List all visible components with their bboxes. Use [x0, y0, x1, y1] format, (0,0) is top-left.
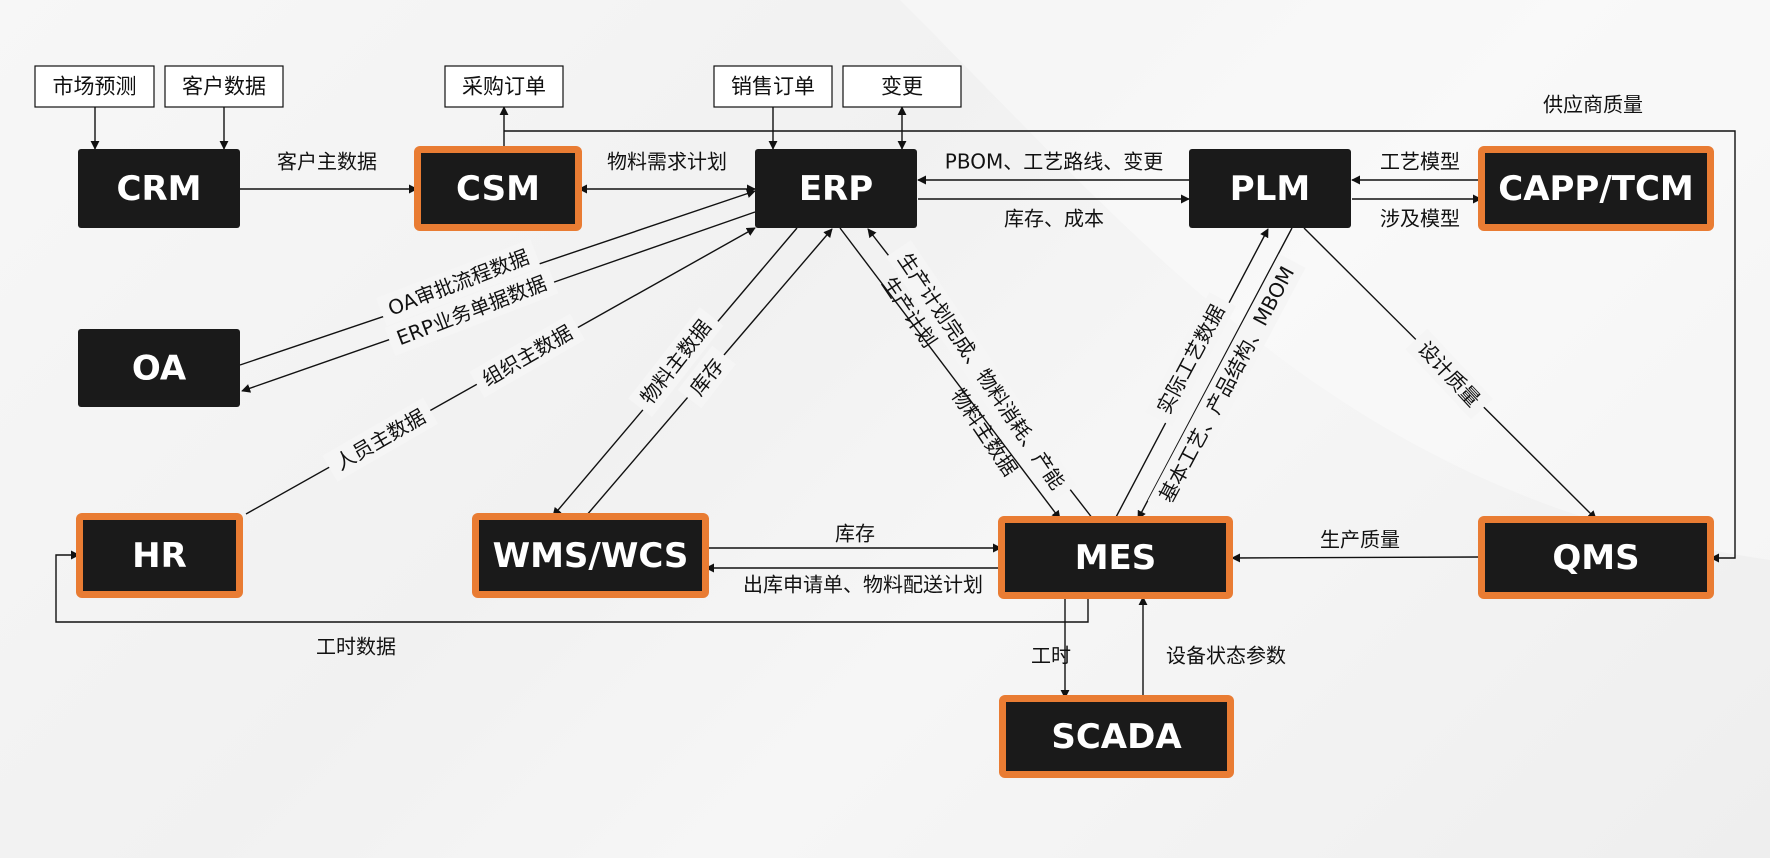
node-body [755, 149, 917, 228]
node-body [1189, 149, 1351, 228]
source-box [164, 65, 284, 108]
label-wms-mes-text: 库存 [835, 522, 875, 546]
system-node-hr[interactable]: HR [76, 513, 243, 598]
label-plm-erp-text: PBOM、工艺路线、变更 [945, 150, 1163, 174]
label-supplier-quality: 供应商质量 [1543, 93, 1643, 117]
label-mes-wms: 出库申请单、物料配送计划 [743, 573, 983, 597]
label-mes-scada-text: 工时 [1031, 644, 1071, 668]
system-node-wms[interactable]: WMS/WCS [472, 513, 709, 598]
label-capp-plm: 工艺模型 [1380, 150, 1460, 174]
system-node-capp[interactable]: CAPP/TCM [1478, 146, 1714, 231]
label-crm-csm: 客户主数据 [277, 150, 377, 174]
label-hr-master-text: 人员主数据 [331, 404, 430, 475]
source-customer-data: 客户数据 [164, 65, 284, 108]
source-box [842, 65, 962, 108]
nodes-layer: CRM CSM ERP PLM CAPP/TCM OA HR WMS/WCS MES QMS SCA… [76, 146, 1714, 778]
label-qms-mes: 生产质量 [1320, 528, 1400, 552]
edge-erp-mes [839, 227, 1061, 520]
label-scada-mes: 设备状态参数 [1166, 644, 1286, 668]
system-node-oa[interactable]: OA [78, 329, 240, 407]
system-node-qms[interactable]: QMS [1478, 516, 1714, 599]
node-body [1005, 523, 1226, 592]
node-body [1485, 523, 1707, 592]
label-mes-erp-bg [886, 240, 1077, 503]
label-erp-oa-bg [384, 265, 559, 356]
node-label: QMS [1552, 538, 1639, 578]
label-plm-erp: PBOM、工艺路线、变更 [945, 150, 1163, 174]
label-capp-plm-text: 工艺模型 [1380, 150, 1460, 174]
node-label: PLM [1230, 169, 1310, 209]
source-purchase-order: 采购订单 [444, 65, 564, 108]
label-mes-erp-text: 生产计划完成、物料消耗、产能 [893, 248, 1069, 494]
label-org-master-text: 组织主数据 [478, 320, 577, 391]
label-org-master-bg [469, 313, 585, 398]
system-node-crm[interactable]: CRM [78, 149, 240, 228]
label-plm-qms-bg [1405, 328, 1493, 420]
source-label: 客户数据 [182, 75, 266, 99]
label-erp-plm-text: 库存、成本 [1004, 207, 1104, 231]
source-change: 变更 [842, 65, 962, 108]
label-qms-mes-text: 生产质量 [1320, 528, 1400, 552]
source-box [444, 65, 564, 108]
system-node-mes[interactable]: MES [998, 516, 1233, 599]
node-body [1006, 702, 1227, 771]
node-label: HR [132, 536, 187, 576]
edge-qms-mes [1231, 553, 1482, 563]
node-body [1485, 153, 1707, 224]
source-label: 变更 [881, 75, 923, 99]
node-label: OA [132, 349, 187, 389]
label-oa-erp-bg [376, 239, 541, 327]
source-box [713, 65, 833, 108]
label-scada-mes-text: 设备状态参数 [1166, 644, 1286, 668]
label-mes-erp: 生产计划完成、物料消耗、产能 [886, 240, 1077, 503]
label-plm-mes-bg [1147, 253, 1306, 515]
label-csm-erp-text: 物料需求计划 [607, 150, 727, 174]
label-plm-capp-text: 涉及模型 [1380, 207, 1460, 231]
node-label: SCADA [1051, 717, 1182, 757]
label-erp-wms-bg [628, 307, 724, 418]
label-wms-erp-bg [677, 345, 736, 409]
label-org-master: 组织主数据 [469, 313, 585, 398]
node-label: ERP [799, 169, 873, 209]
node-body [83, 520, 236, 591]
edge-plm-mes [1137, 227, 1293, 520]
label-plm-capp: 涉及模型 [1380, 207, 1460, 231]
system-node-scada[interactable]: SCADA [999, 695, 1234, 778]
sources-layer: 市场预测 客户数据 采购订单 销售订单 变更 [34, 65, 962, 108]
source-label: 市场预测 [53, 75, 137, 99]
system-node-erp[interactable]: ERP [755, 149, 917, 228]
label-mes-plm-bg [1145, 292, 1236, 427]
system-node-csm[interactable]: CSM [414, 146, 582, 231]
system-node-plm[interactable]: PLM [1189, 149, 1351, 228]
label-mes-hr: 工时数据 [316, 635, 396, 659]
node-label: CAPP/TCM [1498, 169, 1694, 209]
label-mes-wms-text: 出库申请单、物料配送计划 [743, 573, 983, 597]
label-mes-scada: 工时 [1031, 644, 1071, 668]
label-wms-mes: 库存 [835, 522, 875, 546]
label-mes-hr-text: 工时数据 [316, 635, 396, 659]
source-market-forecast: 市场预测 [34, 65, 155, 108]
source-label: 销售订单 [731, 75, 815, 99]
node-label: CSM [456, 169, 540, 209]
label-crm-csm-text: 客户主数据 [277, 150, 377, 174]
node-label: WMS/WCS [493, 536, 689, 576]
node-body [78, 149, 240, 228]
source-sales-order: 销售订单 [713, 65, 833, 108]
node-body [479, 520, 702, 591]
source-box [34, 65, 155, 108]
source-label: 采购订单 [462, 75, 546, 99]
node-body [421, 153, 575, 224]
label-erp-plm: 库存、成本 [1004, 207, 1104, 231]
node-label: CRM [117, 169, 202, 209]
label-hr-master: 人员主数据 [322, 397, 438, 482]
label-supplier-quality-text: 供应商质量 [1543, 93, 1643, 117]
edge-mes-hr [55, 550, 1089, 623]
edge-supplier-quality [504, 130, 1736, 563]
background-sweep [900, 0, 1770, 560]
node-body [78, 329, 240, 407]
label-hr-master-bg [322, 397, 438, 482]
node-label: MES [1075, 538, 1157, 578]
label-csm-erp: 物料需求计划 [607, 150, 727, 174]
